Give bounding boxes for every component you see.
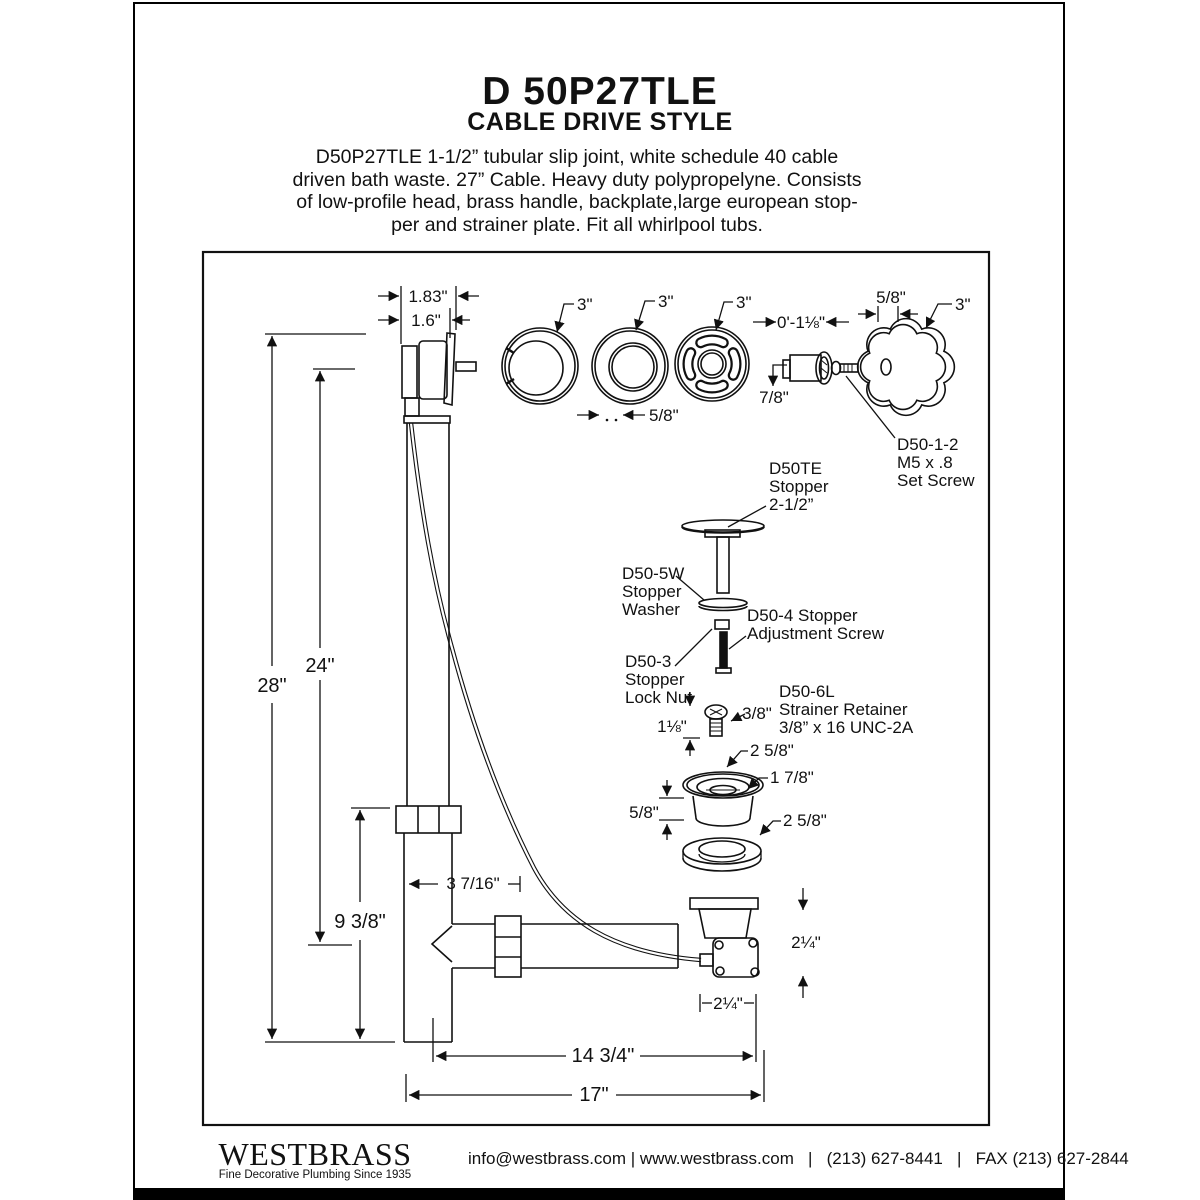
- strainer-retainer-body: [682, 771, 764, 827]
- label-retainer-2: Strainer Retainer: [779, 700, 908, 719]
- dim-28: [265, 333, 395, 1043]
- trim-bushing: [782, 351, 833, 385]
- label-stopper-3: 2-1/2”: [769, 495, 814, 514]
- dim-elbow-w: [699, 994, 757, 1012]
- label-washer-2: Stopper: [622, 582, 682, 601]
- dim-ret-screw-len: 1⅛": [657, 717, 687, 736]
- stopper-lock-nut: [714, 619, 730, 630]
- dim-ret-id: 1 7/8": [770, 768, 814, 787]
- label-lock-nut-3: Lock Nut: [625, 688, 692, 707]
- dim-ret-screw-d: 3/8": [742, 704, 772, 723]
- dim-trim-len: 7/8": [759, 388, 789, 407]
- dim-knob-hub: 5/8": [876, 288, 906, 307]
- set-screw: [830, 360, 859, 376]
- label-set-screw-2: M5 x .8: [897, 453, 953, 472]
- label-adj-screw-2: Adjustment Screw: [747, 624, 885, 643]
- dim-run: 14 3/4": [572, 1045, 635, 1067]
- drain-elbow: [689, 897, 760, 978]
- dim-head-width: 1.83": [408, 287, 447, 306]
- overflow-head: [401, 332, 477, 806]
- brand-tagline: Fine Decorative Plumbing Since 1935: [218, 1169, 412, 1181]
- dim-ret-od: 2 5/8": [750, 741, 794, 760]
- label-adj-screw-1: D50-4 Stopper: [747, 606, 858, 625]
- stopper-assembly: [681, 519, 765, 674]
- leader-ring1: [554, 303, 574, 333]
- label-set-screw-1: D50-1-2: [897, 435, 958, 454]
- label-lock-nut-2: Stopper: [625, 670, 685, 689]
- brass-handle-knob: [856, 317, 956, 417]
- retainer-screw: [704, 704, 728, 737]
- dim-knob: 3": [955, 295, 971, 314]
- diagram-frame: [201, 250, 991, 1127]
- dim-ring-depth: 5/8": [649, 406, 679, 425]
- dim-ring3: 3": [736, 293, 752, 312]
- leader-ret-od: [726, 750, 748, 768]
- label-washer-1: D50-5W: [622, 564, 684, 583]
- leader-washer: [675, 575, 705, 601]
- ret-height-dim: [659, 780, 684, 840]
- contact-info: info@westbrass.com | www.westbrass.com |…: [468, 1149, 1129, 1168]
- label-retainer-1: D50-6L: [779, 682, 835, 701]
- label-lock-nut-1: D50-3: [625, 652, 671, 671]
- leader-set-screw: [845, 375, 896, 439]
- waste-tube-and-tee: [395, 805, 679, 1043]
- strainer-plate: [674, 326, 750, 402]
- slip-nut: [395, 805, 462, 834]
- dim-cable-drop: 24": [305, 655, 334, 677]
- dim-washer-od: 2 5/8": [783, 811, 827, 830]
- leader-knob: [925, 303, 952, 329]
- leader-ret-id: [747, 777, 768, 790]
- leader-washer-od: [759, 820, 781, 836]
- leader-ring3: [713, 301, 733, 331]
- trim-ring-1: [501, 327, 579, 405]
- head-width-dims: [378, 286, 479, 344]
- product-description: D50P27TLE 1-1/2” tubular slip joint, whi…: [292, 146, 862, 236]
- leader-lock-nut: [674, 628, 713, 667]
- label-washer-3: Washer: [622, 600, 680, 619]
- dim-head-length: 0'-1⅛": [777, 313, 825, 332]
- label-retainer-3: 3/8” x 16 UNC-2A: [779, 718, 914, 737]
- page-subtitle: CABLE DRIVE STYLE: [467, 108, 733, 136]
- adjustment-screw: [719, 631, 728, 669]
- dim-ring2: 3": [658, 292, 674, 311]
- dim-ret-h: 5/8": [629, 803, 659, 822]
- dim-elbow-h-text: 2¼": [791, 933, 821, 952]
- trim-len-bracket: [767, 364, 787, 386]
- footer-bar: [133, 1188, 1065, 1200]
- tub-washer: [682, 837, 762, 872]
- drive-cable: [408, 422, 702, 963]
- label-stopper-2: Stopper: [769, 477, 829, 496]
- dim-3716: [409, 876, 521, 892]
- dim-17: [405, 1050, 765, 1102]
- page-title: D 50P27TLE: [482, 70, 718, 113]
- stopper-washer: [698, 597, 748, 609]
- dim-24: [308, 368, 355, 946]
- dim-ring1: 3": [577, 295, 593, 314]
- knob-hub-dim: [858, 306, 918, 322]
- dim-938: [351, 807, 390, 1039]
- dim-tee-len: 3 7/16": [446, 874, 499, 893]
- leader-stopper: [727, 505, 767, 528]
- dim-overflow: 28": [257, 675, 286, 697]
- retainer-screw-dims: [683, 692, 746, 756]
- dim-tail: 9 3/8": [334, 911, 386, 933]
- label-stopper-1: D50TE: [769, 459, 822, 478]
- leader-ring2: [634, 300, 655, 331]
- dim-head-width2: 1.6": [411, 311, 441, 330]
- dim-elbow-w-text: 2¼": [713, 994, 743, 1013]
- trim-ring-2: [591, 327, 669, 405]
- tee-funnel: [430, 925, 453, 963]
- handle-shaft: [455, 361, 477, 372]
- ring-depth-dim: [577, 409, 645, 422]
- pipe-slip-nut: [494, 915, 522, 978]
- leader-adj-screw: [728, 635, 747, 650]
- brand-logo: WESTBRASS: [218, 1136, 412, 1172]
- dim-1434: [432, 1012, 757, 1062]
- dim-overall: 17": [579, 1084, 608, 1106]
- cable-stub: [699, 953, 714, 967]
- label-set-screw-3: Set Screw: [897, 471, 975, 490]
